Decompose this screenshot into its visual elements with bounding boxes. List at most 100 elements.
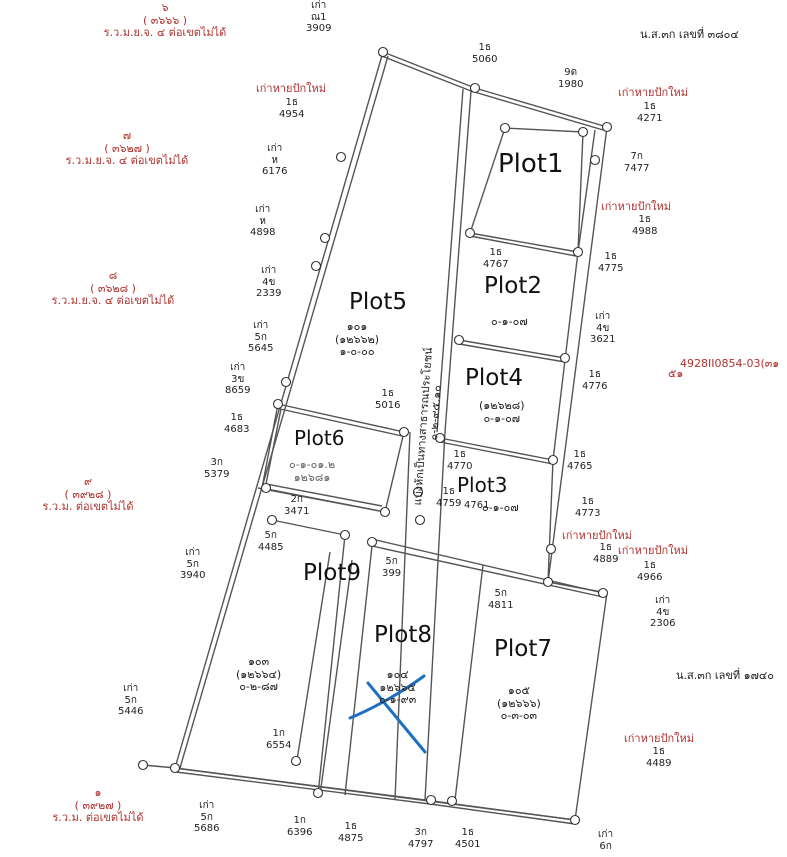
plot2-label: Plot2 xyxy=(484,273,542,299)
survey-marker xyxy=(398,426,410,438)
plot9-label: Plot9 xyxy=(303,560,361,586)
survey-marker xyxy=(589,154,601,166)
parcel-p4: (๑๒๖๒๘)๐-๑-๐๗ xyxy=(479,399,525,425)
parcel-p6: ๐-๑-๐๑.๒๑๒๖๘๑ xyxy=(289,458,336,484)
old-new-label: เก่าหายปักใหม่ xyxy=(601,200,671,213)
old-new-label: เก่าหายปักใหม่ xyxy=(256,82,326,95)
survey-marker xyxy=(545,543,557,555)
survey-marker xyxy=(547,454,559,466)
ref1: ๑ ( ๓๙๒๗ ) ร.ว.ม. ต่อเขตไม่ได้ xyxy=(52,786,144,825)
survey-marker xyxy=(577,126,589,138)
survey-marker xyxy=(597,587,609,599)
plot4-label: Plot4 xyxy=(465,365,523,391)
old-new-label: เก่าหายปักใหม่ xyxy=(562,529,632,542)
survey-marker xyxy=(266,514,278,526)
survey-marker xyxy=(469,82,481,94)
parcel-p2: ๐-๑-๐๗ xyxy=(491,315,528,328)
survey-marker xyxy=(542,576,554,588)
plot8-label: Plot8 xyxy=(374,622,432,648)
survey-marker xyxy=(446,795,458,807)
parcel-p8: ๑๐๔๑๒๖๖๕๐-๑-๙๓ xyxy=(379,668,417,707)
ref8: ๘ ( ๓๖๒๘ ) ร.ว.ม.ย.จ. ๔ ต่อเขตไม่ได้ xyxy=(51,269,175,308)
survey-marker xyxy=(310,260,322,272)
survey-marker xyxy=(559,352,571,364)
plot6-label: Plot6 xyxy=(294,426,345,450)
survey-marker xyxy=(434,432,446,444)
ref6: ๖ ( ๓๖๖๖ ) ร.ว.ม.ย.จ. ๔ ต่อเขตไม่ได้ xyxy=(103,1,227,40)
parcel-p7: ๑๐๕(๑๒๖๖๖)๐-๓-๐๓ xyxy=(497,684,541,723)
survey-marker xyxy=(280,376,292,388)
deed-right: 4928II0854-03(๓๑ xyxy=(680,357,780,370)
survey-marker xyxy=(425,794,437,806)
survey-marker xyxy=(499,122,511,134)
plot1-label: Plot1 xyxy=(498,149,564,179)
old-new-label: เก่าหายปักใหม่ xyxy=(618,544,688,557)
old-new-label: เก่าหายปักใหม่ xyxy=(618,86,688,99)
plot5-label: Plot5 xyxy=(349,289,407,315)
cross-out-mark xyxy=(348,674,427,754)
survey-marker xyxy=(414,514,426,526)
ns-top: น.ส.๓ก เลขที่ ๓๘๐๔ xyxy=(640,28,739,41)
survey-marker xyxy=(453,334,465,346)
survey-marker xyxy=(569,814,581,826)
survey-marker xyxy=(335,151,347,163)
parcel-p3: ๐-๑-๐๗ xyxy=(482,501,519,514)
plot3-label: Plot3 xyxy=(457,473,508,497)
survey-marker xyxy=(272,398,284,410)
deed-right-num: ๕๑ xyxy=(668,367,684,380)
parcel-p9: ๑๐๓(๑๒๖๖๔)๐-๒-๘๗ xyxy=(236,655,282,694)
survey-marker xyxy=(379,506,391,518)
survey-marker xyxy=(464,227,476,239)
survey-marker xyxy=(601,121,613,133)
marker-4761: 4761 xyxy=(464,500,490,511)
plot7-label: Plot7 xyxy=(494,636,552,662)
survey-marker xyxy=(319,232,331,244)
survey-marker xyxy=(312,787,324,799)
survey-marker xyxy=(339,529,351,541)
parcel-p5: ๑๐๑(๑๒๖๖๒)๑-๐-๐๐ xyxy=(335,320,380,359)
survey-marker xyxy=(260,482,272,494)
survey-marker xyxy=(412,486,424,498)
survey-marker xyxy=(572,246,584,258)
survey-marker xyxy=(377,46,389,58)
survey-marker xyxy=(366,536,378,548)
old-new-label: เก่าหายปักใหม่ xyxy=(624,732,694,745)
